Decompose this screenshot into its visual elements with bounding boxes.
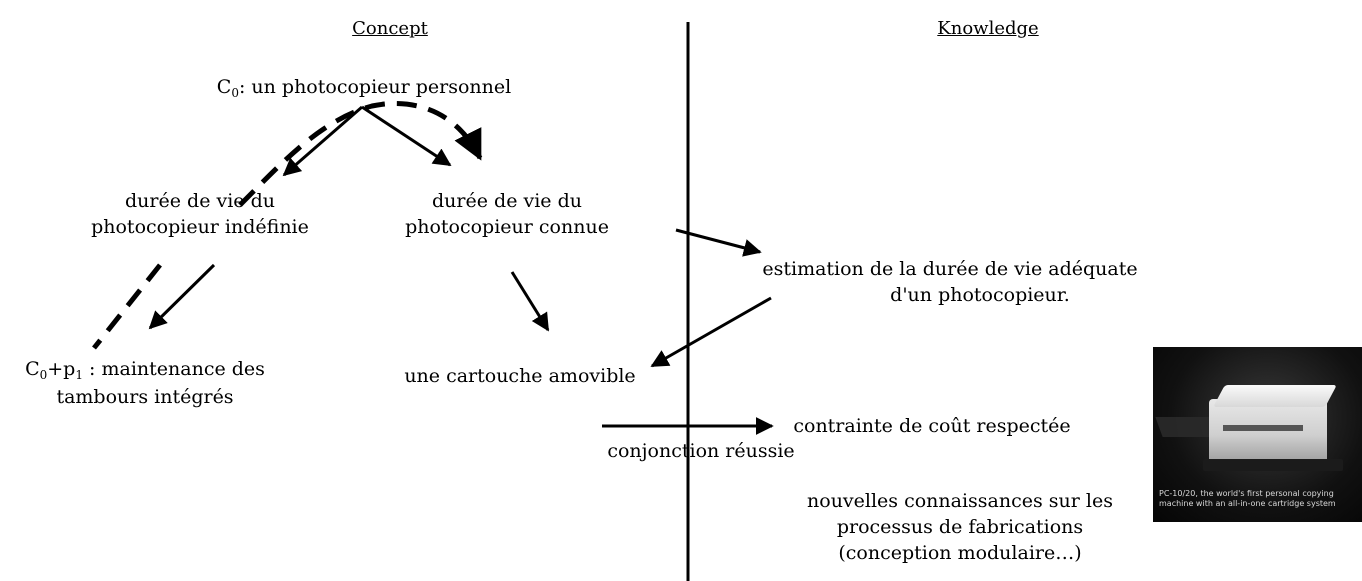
knowledge-cost-constraint: contrainte de coût respectée [793,415,1071,437]
leaf-c-subscript: 0 [39,368,48,382]
copier-body [1209,399,1327,465]
arrow-root-to-right [361,105,452,167]
root-concept-symbol: C [216,76,232,98]
leaf-line1-text: : maintenance des [83,358,265,380]
leaf-p-symbol: +p [47,358,76,380]
concept-lifetime-undefined-line2: photocopieur indéfinie [91,216,309,238]
knowledge-estimation-line1: estimation de la durée de vie adéquate [762,258,1138,280]
concept-lifetime-undefined: durée de vie du photocopieur indéfinie [70,188,330,240]
concept-lifetime-known: durée de vie du photocopieur connue [382,188,632,240]
dashed-path-top [238,101,483,207]
concept-integrated-drums: C0+p1 : maintenance des tambours intégré… [0,356,290,410]
concept-integrated-drums-line1: C0+p1 : maintenance des [0,356,290,384]
concept-heading: Concept [352,18,428,39]
knowledge-new-line1: nouvelles connaissances sur les [807,490,1113,512]
copier-lid [1213,385,1337,407]
knowledge-heading: Knowledge [937,18,1039,39]
leaf-c-symbol: C [25,358,40,380]
concept-integrated-drums-line2: tambours intégrés [56,386,234,408]
arrow-root-to-left [282,105,363,177]
knowledge-estimation: estimation de la durée de vie adéquate d… [760,256,1140,308]
root-concept: C0: un photocopieur personnel [196,74,532,102]
copier-slot [1223,425,1303,431]
arrow-known-to-estimation [675,228,762,257]
knowledge-new-line2: processus de fabrications [836,516,1084,538]
copier-photo-caption: PC-10/20, the world's first personal cop… [1159,489,1336,508]
root-concept-subscript: 0 [231,86,239,100]
concept-lifetime-known-line1: durée de vie du [432,190,582,212]
arrow-left-to-leaf [148,263,216,330]
knowledge-estimation-line2: d'un photocopieur. [890,284,1070,306]
conjunction-label: conjonction réussie [607,440,795,462]
concept-lifetime-undefined-line1: durée de vie du [125,190,275,212]
copier-photo: PC-10/20, the world's first personal cop… [1153,347,1362,522]
dashed-left-to-leaf [92,263,162,350]
concept-removable-cartridge: une cartouche amovible [404,365,636,387]
arrow-right-to-cartridge [510,271,550,332]
knowledge-new-line3: (conception modulaire…) [838,542,1082,564]
concept-lifetime-known-line2: photocopieur connue [405,216,609,238]
copier-base [1203,459,1343,471]
arrow-estimation-to-cartridge [650,296,772,368]
root-concept-text: : un photocopieur personnel [238,76,512,98]
leaf-p-subscript: 1 [75,368,83,382]
knowledge-new-manufacturing: nouvelles connaissances sur les processu… [790,488,1130,566]
